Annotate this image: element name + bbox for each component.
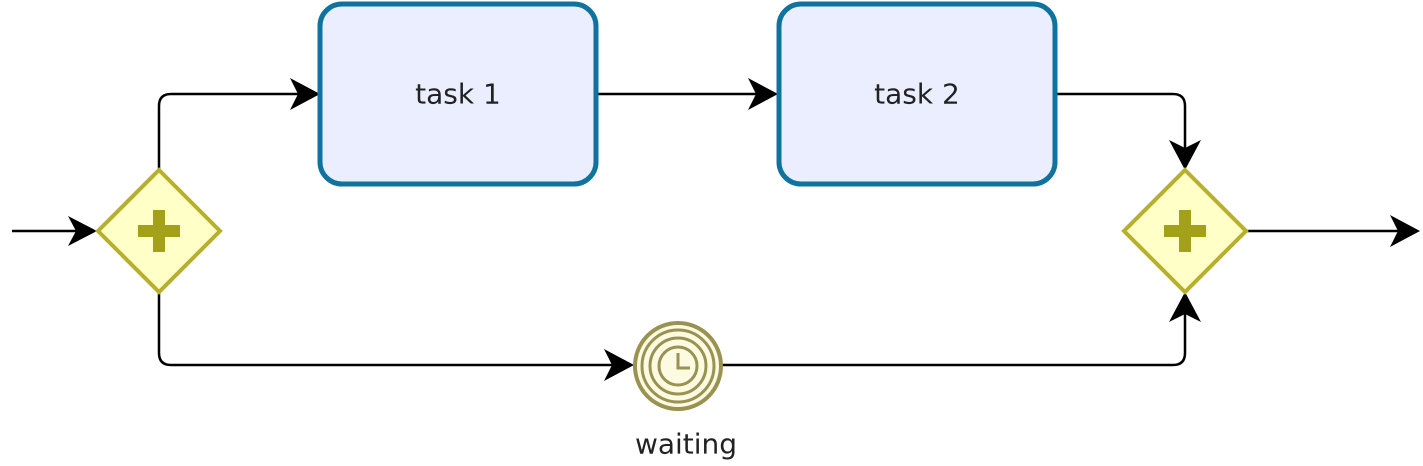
flow-join-to-end[interactable]	[1247, 215, 1420, 247]
task-2[interactable]: task 2	[776, 1, 1058, 187]
task-1-label: task 1	[415, 78, 501, 111]
flow-split-to-task-1[interactable]	[157, 78, 320, 170]
flow-split-to-waiting[interactable]	[157, 292, 634, 381]
timer-event-waiting[interactable]: waiting	[633, 321, 737, 461]
flow-task-2-to-join[interactable]	[1056, 92, 1201, 170]
plus-icon	[138, 210, 180, 252]
clock-icon	[657, 345, 699, 387]
flow-waiting-to-join[interactable]	[722, 292, 1201, 367]
plus-icon	[1164, 210, 1206, 252]
flow-start-to-split[interactable]	[12, 216, 97, 246]
task-1[interactable]: task 1	[317, 1, 599, 187]
flow-task-1-to-task-2[interactable]	[597, 78, 778, 110]
task-2-label: task 2	[874, 78, 960, 111]
parallel-gateway-split[interactable]	[95, 167, 223, 295]
parallel-gateway-join[interactable]	[1121, 167, 1249, 295]
timer-event-label: waiting	[635, 428, 737, 461]
